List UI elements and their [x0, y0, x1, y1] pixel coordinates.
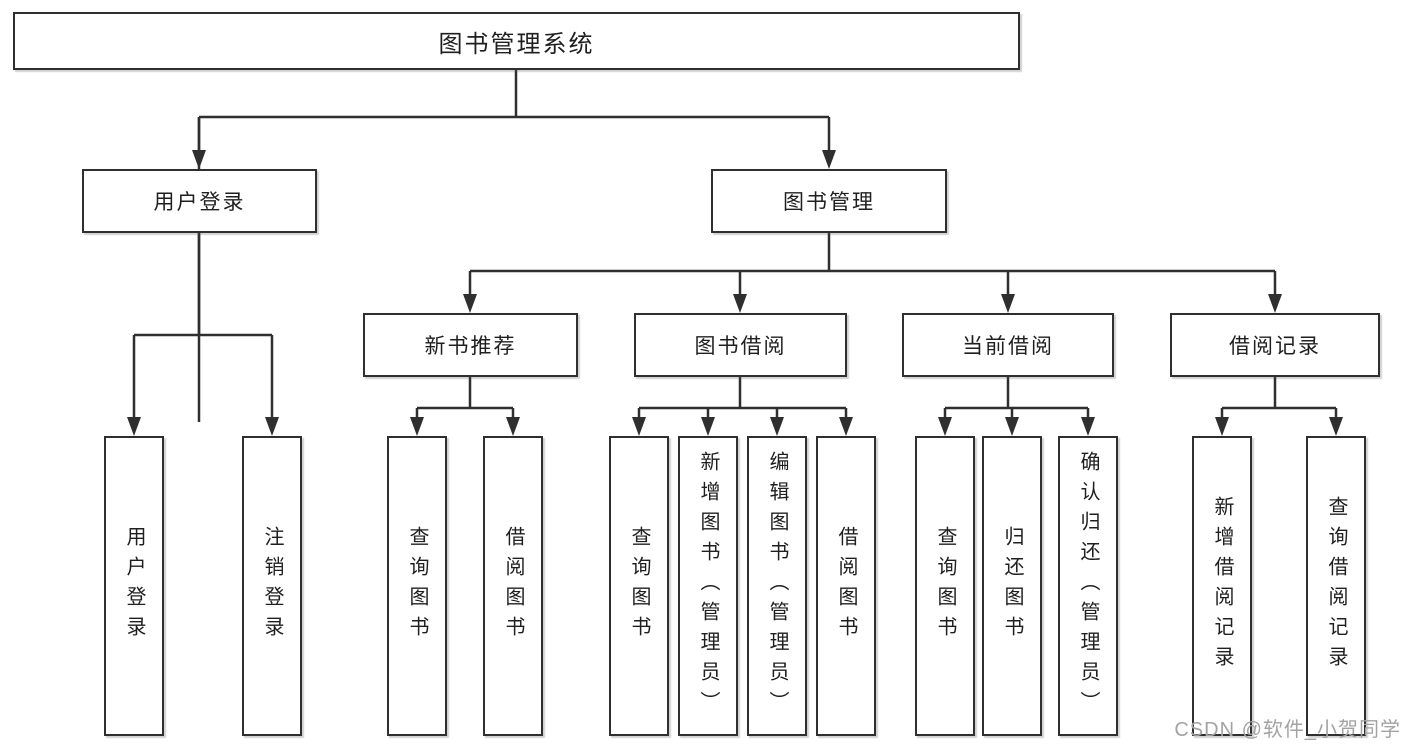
arrow-icon — [701, 417, 715, 436]
node-user-login: 用户登录 — [82, 169, 317, 233]
connector-records-to-leaves — [1220, 377, 1338, 420]
node-label: 用户登录 — [153, 191, 246, 214]
leaf-query-books-newbook: 查询图书 — [387, 436, 447, 736]
connector-newbook-to-leaves — [415, 377, 515, 420]
node-label: 编辑图书（管理员） — [766, 451, 788, 721]
arrow-icon — [192, 150, 206, 169]
connector-current-to-leaves — [943, 377, 1090, 420]
node-label: 当前借阅 — [962, 335, 1054, 358]
node-label: 确认归还（管理员） — [1077, 451, 1099, 721]
node-label: 图书管理 — [783, 191, 875, 214]
leaf-add-books-admin: 新增图书（管理员） — [678, 436, 738, 736]
node-label: 图书借阅 — [694, 335, 787, 358]
node-label: 用户登录 — [123, 526, 145, 646]
arrow-icon — [265, 417, 279, 436]
leaf-query-books-borrowing: 查询图书 — [609, 436, 669, 736]
arrow-icon — [1268, 294, 1282, 313]
leaf-user-login: 用户登录 — [104, 436, 164, 736]
arrow-icon — [1001, 294, 1015, 313]
arrow-icon — [127, 417, 141, 436]
connector-root-to-level2 — [197, 70, 831, 422]
connector-borrowing-to-leaves — [637, 377, 848, 420]
node-book-management: 图书管理 — [711, 169, 947, 233]
node-book-borrowing: 图书借阅 — [634, 313, 847, 377]
node-label: 借阅图书 — [835, 526, 857, 646]
node-label: 归还图书 — [1001, 526, 1023, 646]
node-label: 查询图书 — [628, 526, 650, 646]
node-label: 新增图书（管理员） — [697, 451, 719, 721]
node-label: 借阅记录 — [1229, 335, 1321, 358]
node-label: 查询借阅记录 — [1325, 496, 1347, 676]
leaf-confirm-return-admin: 确认归还（管理员） — [1058, 436, 1118, 736]
node-label: 查询图书 — [934, 526, 956, 646]
node-label: 借阅图书 — [502, 526, 524, 646]
arrow-icon — [410, 417, 424, 436]
arrow-icon — [506, 417, 520, 436]
leaf-add-borrow-record: 新增借阅记录 — [1192, 436, 1252, 736]
node-label: 注销登录 — [261, 526, 283, 646]
node-library-management-system: 图书管理系统 — [13, 12, 1020, 70]
arrow-icon — [632, 417, 646, 436]
arrow-icon — [1329, 417, 1343, 436]
arrow-icon — [1215, 417, 1229, 436]
node-label: 查询图书 — [406, 526, 428, 646]
connector-book-mgmt-to-level3 — [468, 233, 1277, 297]
arrow-icon — [1005, 417, 1019, 436]
node-current-borrowing: 当前借阅 — [902, 313, 1114, 377]
arrow-icon — [938, 417, 952, 436]
leaf-edit-books-admin: 编辑图书（管理员） — [747, 436, 807, 736]
leaf-logout: 注销登录 — [242, 436, 302, 736]
arrow-icon — [733, 294, 747, 313]
arrow-icon — [822, 150, 836, 169]
node-label: 图书管理系统 — [438, 30, 595, 58]
leaf-query-books-current: 查询图书 — [915, 436, 975, 736]
leaf-return-books: 归还图书 — [982, 436, 1042, 736]
arrowheads — [127, 150, 1343, 436]
arrow-icon — [770, 417, 784, 436]
node-label: 新书推荐 — [424, 335, 517, 358]
node-new-book-recommendation: 新书推荐 — [363, 313, 578, 377]
csdn-watermark: CSDN @软件_小贺同学 — [1174, 719, 1401, 741]
leaf-borrow-books-borrowing: 借阅图书 — [816, 436, 876, 736]
connector-user-login-to-leaves — [132, 233, 274, 420]
node-label: 新增借阅记录 — [1211, 496, 1233, 676]
node-borrowing-records: 借阅记录 — [1170, 313, 1380, 377]
arrow-icon — [463, 294, 477, 313]
arrow-icon — [839, 417, 853, 436]
leaf-query-borrow-record: 查询借阅记录 — [1306, 436, 1366, 736]
leaf-borrow-books-newbook: 借阅图书 — [483, 436, 543, 736]
arrow-icon — [1081, 417, 1095, 436]
